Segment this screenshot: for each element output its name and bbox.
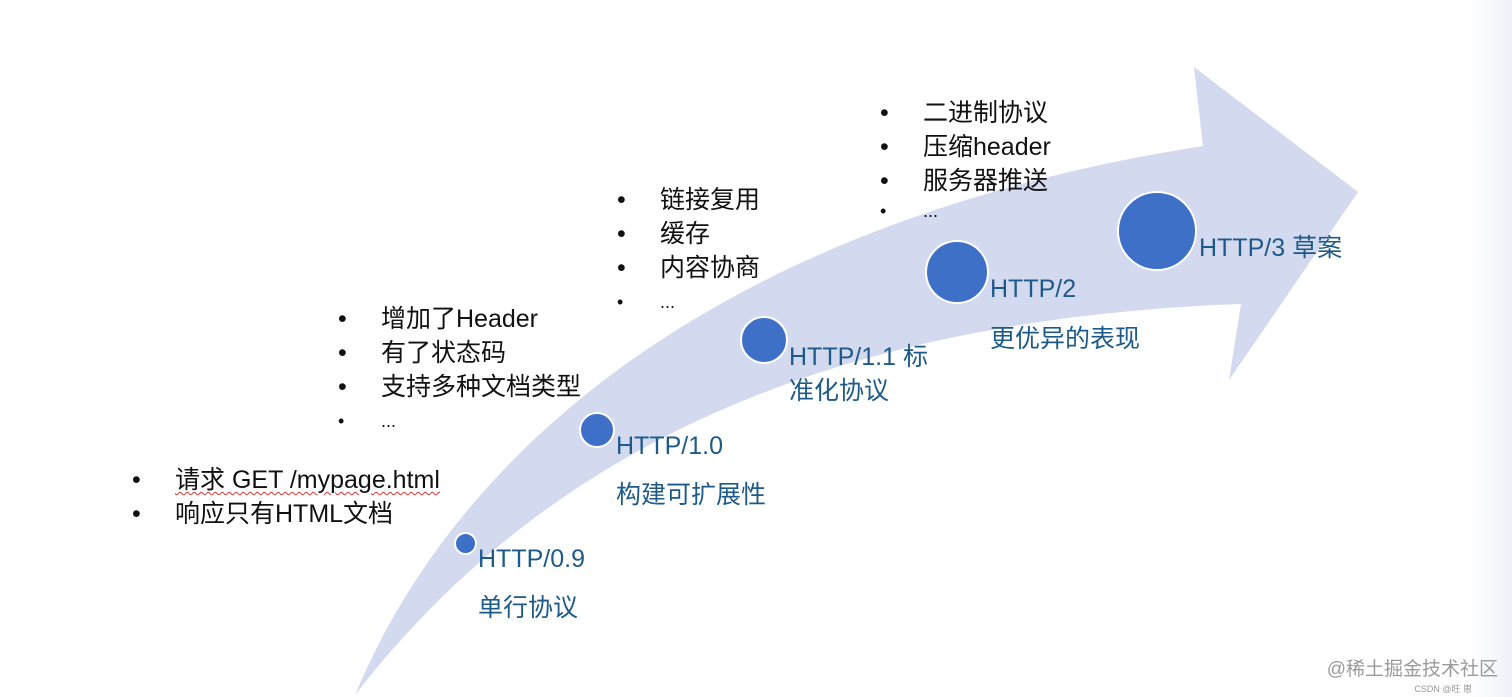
node-http3: [1117, 191, 1197, 271]
feature-item: 增加了Header: [338, 302, 581, 336]
desc-http09: 单行协议: [478, 594, 579, 622]
arrow-shape: [355, 67, 1358, 695]
feature-item: 二进制协议: [880, 96, 1051, 130]
feature-item: 请求 GET /mypage.html: [132, 463, 440, 497]
node-http11: [740, 316, 788, 364]
node-http10: [579, 412, 615, 448]
desc-http10: 构建可扩展性: [616, 481, 767, 509]
feature-item: ...: [880, 198, 1051, 224]
feature-item: 缓存: [617, 217, 760, 251]
watermark-sub: CSDN @旺 崽: [1414, 684, 1472, 694]
label-http09: HTTP/0.9: [478, 545, 585, 573]
label-http3: HTTP/3 草案: [1199, 234, 1343, 262]
feature-item: 压缩header: [880, 130, 1051, 164]
node-http09: [454, 532, 477, 555]
feature-item: 服务器推送: [880, 164, 1051, 198]
desc-http2: 更优异的表现: [990, 325, 1141, 353]
label-http2: HTTP/2: [990, 275, 1077, 303]
feature-item: 支持多种文档类型: [338, 370, 581, 404]
features-http11: 链接复用 缓存 内容协商 ...: [617, 183, 760, 319]
feature-item: ...: [338, 404, 581, 438]
feature-item: ...: [617, 285, 760, 319]
feature-item: 响应只有HTML文档: [132, 497, 440, 531]
right-edge-shade: [1467, 0, 1512, 697]
label-http11: HTTP/1.1 标准化协议: [789, 343, 928, 405]
watermark: @稀土掘金技术社区: [1326, 659, 1498, 680]
features-http09: 请求 GET /mypage.html 响应只有HTML文档: [132, 463, 440, 531]
feature-item: 内容协商: [617, 251, 760, 285]
features-http2: 二进制协议 压缩header 服务器推送 ...: [880, 96, 1051, 224]
node-http2: [925, 240, 989, 304]
label-http10: HTTP/1.0: [616, 432, 723, 460]
feature-item: 有了状态码: [338, 336, 581, 370]
features-http10: 增加了Header 有了状态码 支持多种文档类型 ...: [338, 302, 581, 438]
feature-item: 链接复用: [617, 183, 760, 217]
